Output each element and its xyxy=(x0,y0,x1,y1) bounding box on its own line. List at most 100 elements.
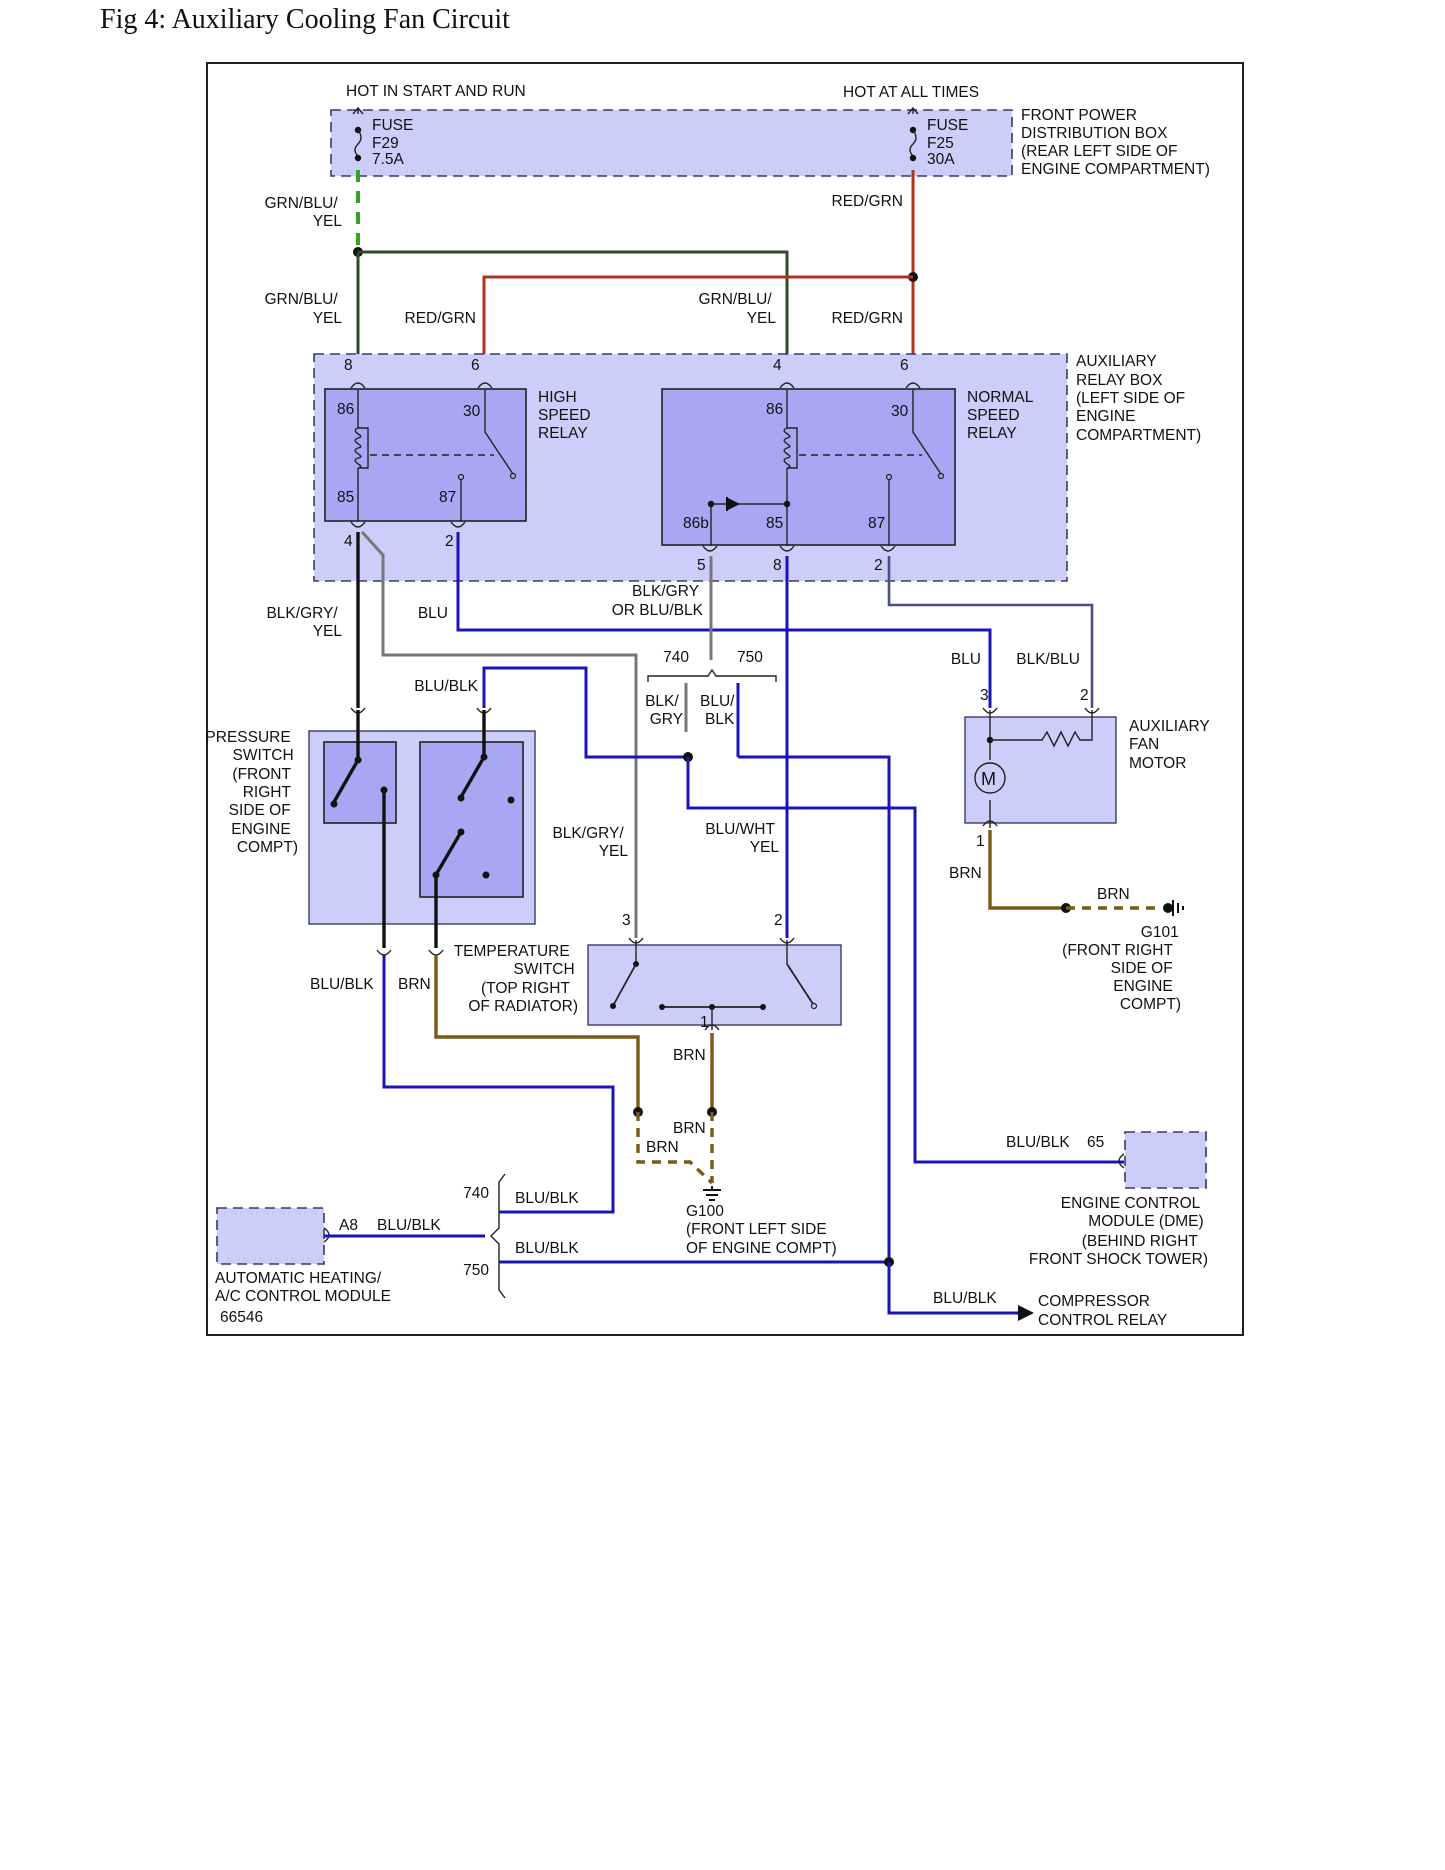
hot-all-times-label: HOT AT ALL TIMES xyxy=(843,84,979,101)
fuse-f29-id: F29 xyxy=(372,135,399,152)
high-conn-6: 6 xyxy=(471,357,480,374)
middle-wiring: 740 750 BLK/GRY/ YEL BLU BLK/GRY OR BLU/… xyxy=(266,530,1124,1262)
fan-pin-1: 1 xyxy=(976,833,985,850)
auxiliary-fan-motor: M 3 2 1 AUXILIARY FAN MOTOR BRN BRN G101… xyxy=(949,687,1214,1013)
high-speed-relay: HIGH SPEED RELAY 86 30 85 87 8 6 4 2 xyxy=(324,357,591,550)
wire-label-grn-blu-yel: GRN/BLU/ YEL xyxy=(698,291,776,327)
fuse-f25-label: FUSE xyxy=(927,117,968,134)
wire-label-red-grn: RED/GRN xyxy=(405,310,476,327)
temperature-switch: 3 2 1 TEMPERATURE SWITCH (TOP RIGHT OF R… xyxy=(454,912,842,1031)
temp-pin-2: 2 xyxy=(774,912,783,929)
ground-g100-label: G100 (FRONT LEFT SIDE OF ENGINE COMPT) xyxy=(686,1203,837,1257)
ground-g100-icon xyxy=(703,1186,721,1201)
ground-g101-label: G101 (FRONT RIGHT SIDE OF ENGINE COMPT) xyxy=(1062,924,1183,1013)
wire-label-red-grn: RED/GRN xyxy=(832,310,903,327)
hvac-control-module: A8 AUTOMATIC HEATING/ A/C CONTROL MODULE… xyxy=(215,1207,485,1326)
ground-g101-icon xyxy=(1172,900,1184,916)
wire-label-blu-blk: BLU/BLK xyxy=(1006,1134,1070,1151)
ecm-label: ENGINE CONTROL MODULE (DME) (BEHIND RIGH… xyxy=(1029,1195,1208,1268)
splice-740-label: 740 xyxy=(663,649,689,666)
hvac-number: 66546 xyxy=(220,1309,263,1326)
fuse-f29-label: FUSE xyxy=(372,117,413,134)
wire-label-blu-blk: BLU/BLK xyxy=(310,976,374,993)
hvac-outline xyxy=(216,1207,325,1265)
ecm-pin-65: 65 xyxy=(1087,1134,1104,1151)
pressure-switch-contact-a xyxy=(323,741,397,824)
wire-label-blk-gry: BLK/ GRY xyxy=(645,693,683,728)
fuse-f25-id: F25 xyxy=(927,135,954,152)
upper-wiring: GRN/BLU/ YEL GRN/BLU/ YEL GRN/BLU/ YEL R… xyxy=(264,170,918,370)
splice-750-label: 750 xyxy=(737,649,763,666)
wire-label-blu: BLU xyxy=(418,605,448,622)
motor-symbol: M xyxy=(981,769,996,789)
wire-label-brn: BRN xyxy=(646,1139,679,1156)
fan-pin-3: 3 xyxy=(980,687,989,704)
high-conn-2: 2 xyxy=(445,533,454,550)
fpdb-outline xyxy=(330,109,1013,177)
hvac-pin-a8: A8 xyxy=(339,1217,358,1234)
normal-conn-5: 5 xyxy=(697,557,706,574)
normal-speed-relay: NORMAL SPEED RELAY 86 30 86b 85 xyxy=(661,357,1037,574)
wire-label-blu-blk: BLU/BLK xyxy=(933,1290,997,1307)
wire-label-blk-gry-yel: BLK/GRY/ YEL xyxy=(552,825,628,860)
bottom-splice-750-label: 750 xyxy=(463,1262,489,1279)
wire-label-blk-gry-or-blu-blk: BLK/GRY OR BLU/BLK xyxy=(612,583,704,619)
bottom-splice-740-750: 740 750 xyxy=(463,1173,511,1299)
wire-label-blk-gry-yel: BLK/GRY/ YEL xyxy=(266,605,342,640)
wire-label-brn: BRN xyxy=(949,865,982,882)
fpdb-label: FRONT POWER DISTRIBUTION BOX (REAR LEFT … xyxy=(1021,107,1210,178)
wire-label-blu-blk: BLU/BLK xyxy=(414,678,478,695)
hot-start-run-label: HOT IN START AND RUN xyxy=(346,83,526,100)
normal-pin-85: 85 xyxy=(766,515,783,532)
wire-label-brn: BRN xyxy=(673,1047,706,1064)
bottom-splice-740-label: 740 xyxy=(463,1185,489,1202)
normal-conn-2: 2 xyxy=(874,557,883,574)
high-relay-body xyxy=(324,388,527,522)
fuse-f25: FUSE F25 30A xyxy=(907,106,968,168)
hvac-label: AUTOMATIC HEATING/ A/C CONTROL MODULE xyxy=(215,1270,391,1305)
wire-label-blu-blk: BLU/BLK xyxy=(377,1217,441,1234)
wire-label-blu-blk: BLU/BLK xyxy=(515,1240,579,1257)
temp-switch-body xyxy=(587,944,842,1026)
fan-pin-2: 2 xyxy=(1080,687,1089,704)
wire-label-blk-blu: BLK/BLU xyxy=(1016,651,1080,668)
wire-label-grn-blu-yel: GRN/BLU/ YEL xyxy=(264,291,342,327)
compressor-relay-label: COMPRESSOR CONTROL RELAY xyxy=(1038,1293,1167,1329)
front-power-distribution-box: HOT IN START AND RUN HOT AT ALL TIMES FR… xyxy=(330,83,1210,178)
figure-title: Fig 4: Auxiliary Cooling Fan Circuit xyxy=(100,4,510,35)
fuse-f25-rating: 30A xyxy=(927,151,955,168)
normal-pin-86: 86 xyxy=(766,401,783,418)
high-pin-30: 30 xyxy=(463,403,481,420)
high-pin-87: 87 xyxy=(439,489,456,506)
normal-pin-87: 87 xyxy=(868,515,885,532)
normal-conn-4: 4 xyxy=(773,357,782,374)
relay-box-label: AUXILIARY RELAY BOX (LEFT SIDE OF ENGINE… xyxy=(1076,353,1201,444)
diagram-frame xyxy=(206,62,1244,1336)
wire-label-blu-blk: BLU/ BLK xyxy=(700,693,739,728)
temp-pin-1: 1 xyxy=(700,1014,709,1031)
normal-relay-label: NORMAL SPEED RELAY xyxy=(967,389,1037,442)
temp-switch-label: TEMPERATURE SWITCH (TOP RIGHT OF RADIATO… xyxy=(454,943,579,1015)
pressure-switch-label: PRESSURE SWITCH (FRONT RIGHT SIDE OF ENG… xyxy=(205,729,298,856)
ecm-outline xyxy=(1124,1131,1207,1189)
normal-conn-8: 8 xyxy=(773,557,782,574)
high-pin-86: 86 xyxy=(337,401,354,418)
auxiliary-relay-box: AUXILIARY RELAY BOX (LEFT SIDE OF ENGINE… xyxy=(313,353,1201,582)
wire-label-red-grn: RED/GRN xyxy=(832,193,903,210)
pressure-switch: PRESSURE SWITCH (FRONT RIGHT SIDE OF ENG… xyxy=(205,707,536,956)
temp-pin-3: 3 xyxy=(622,912,631,929)
wire-label-brn: BRN xyxy=(398,976,431,993)
high-conn-4: 4 xyxy=(344,533,353,550)
fan-motor-label: AUXILIARY FAN MOTOR xyxy=(1129,718,1214,772)
normal-conn-6: 6 xyxy=(900,357,909,374)
wire-label-blu-wht-yel: BLU/WHT YEL xyxy=(705,821,779,856)
high-conn-8: 8 xyxy=(344,357,353,374)
wire-label-brn: BRN xyxy=(673,1120,706,1137)
wire-label-brn: BRN xyxy=(1097,886,1130,903)
arrow-icon xyxy=(1018,1305,1034,1321)
lower-wiring: BLU/BLK BRN BRN BRN BRN G100 (FRONT LEFT… xyxy=(310,955,1070,1321)
normal-pin-86b: 86b xyxy=(683,515,709,532)
wire-label-blu: BLU xyxy=(951,651,981,668)
fuse-f29-rating: 7.5A xyxy=(372,151,405,168)
